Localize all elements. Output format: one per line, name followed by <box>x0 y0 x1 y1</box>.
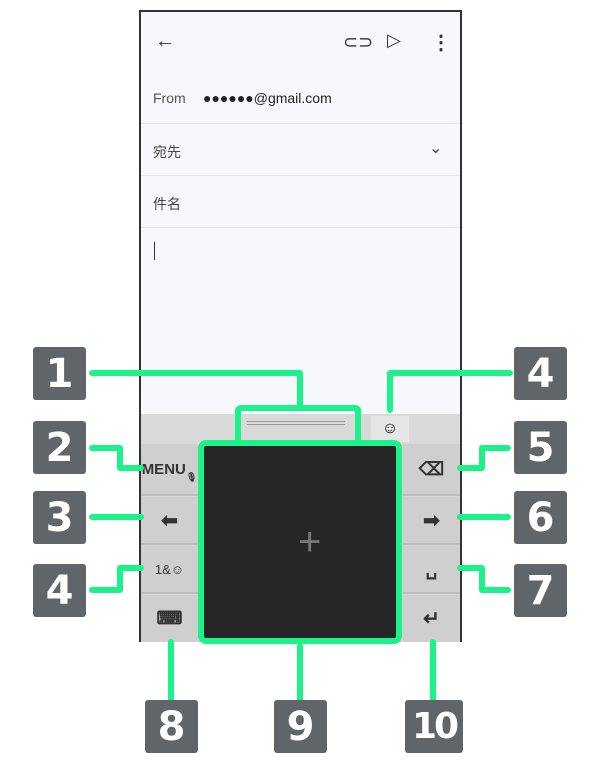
chevron-down-icon[interactable]: ⌄ <box>429 140 443 157</box>
subject-label: 件名 <box>153 196 181 212</box>
callout-2: 2 <box>33 421 86 474</box>
left-arrow-key[interactable]: ⬅ <box>141 497 198 545</box>
callout-8: 8 <box>145 700 198 753</box>
back-arrow-icon[interactable]: ← <box>155 30 175 52</box>
callout-4-left: 4 <box>33 564 86 617</box>
send-icon[interactable]: ▷ <box>387 30 401 50</box>
right-arrow-key[interactable]: ➡ <box>403 497 460 545</box>
subject-field[interactable]: 件名 <box>141 176 460 228</box>
from-label: From <box>153 90 186 106</box>
candidate-strip: ☺ <box>141 414 460 444</box>
callout-1: 1 <box>33 347 86 400</box>
top-app-bar: ← ⊂⊃ ▷ ⋮ <box>141 12 460 72</box>
callout-9: 9 <box>274 700 327 753</box>
enter-key[interactable]: ↵ <box>403 595 460 642</box>
to-field[interactable]: 宛先 ⌄ <box>141 124 460 176</box>
space-key[interactable]: ␣ <box>403 546 460 594</box>
more-options-icon[interactable]: ⋮ <box>431 32 451 54</box>
handle-highlight <box>235 405 361 445</box>
backspace-icon: ⌫ <box>418 458 445 479</box>
callout-5: 5 <box>514 421 567 474</box>
backspace-key[interactable]: ⌫ <box>403 444 460 496</box>
keyboard-switch-key[interactable]: ⌨ <box>141 595 198 642</box>
symbols-key[interactable]: 1&☺ <box>141 546 198 594</box>
attach-icon[interactable]: ⊂⊃ <box>343 32 374 52</box>
text-cursor <box>154 242 155 260</box>
from-value: ●●●●●●@gmail.com <box>203 90 332 106</box>
callout-7: 7 <box>514 564 567 617</box>
from-field[interactable]: From ●●●●●●@gmail.com <box>141 72 460 124</box>
touchpad[interactable]: + <box>198 440 402 644</box>
callout-6: 6 <box>514 491 567 544</box>
keyboard-icon: ⌨ <box>156 608 183 628</box>
enter-icon: ↵ <box>423 608 440 630</box>
to-label: 宛先 <box>153 144 181 160</box>
callout-10: 10 <box>405 700 463 753</box>
callout-3: 3 <box>33 491 86 544</box>
callout-4-top: 4 <box>514 347 567 400</box>
keyboard-drag-handle[interactable] <box>237 416 355 442</box>
space-icon: ␣ <box>425 558 438 579</box>
microphone-icon: 🎙 <box>185 471 198 482</box>
menu-key[interactable]: MENU🎙 <box>141 444 198 496</box>
menu-label: MENU <box>141 460 186 478</box>
emoji-icon[interactable]: ☺ <box>371 416 409 442</box>
crosshair-icon: + <box>298 520 322 564</box>
